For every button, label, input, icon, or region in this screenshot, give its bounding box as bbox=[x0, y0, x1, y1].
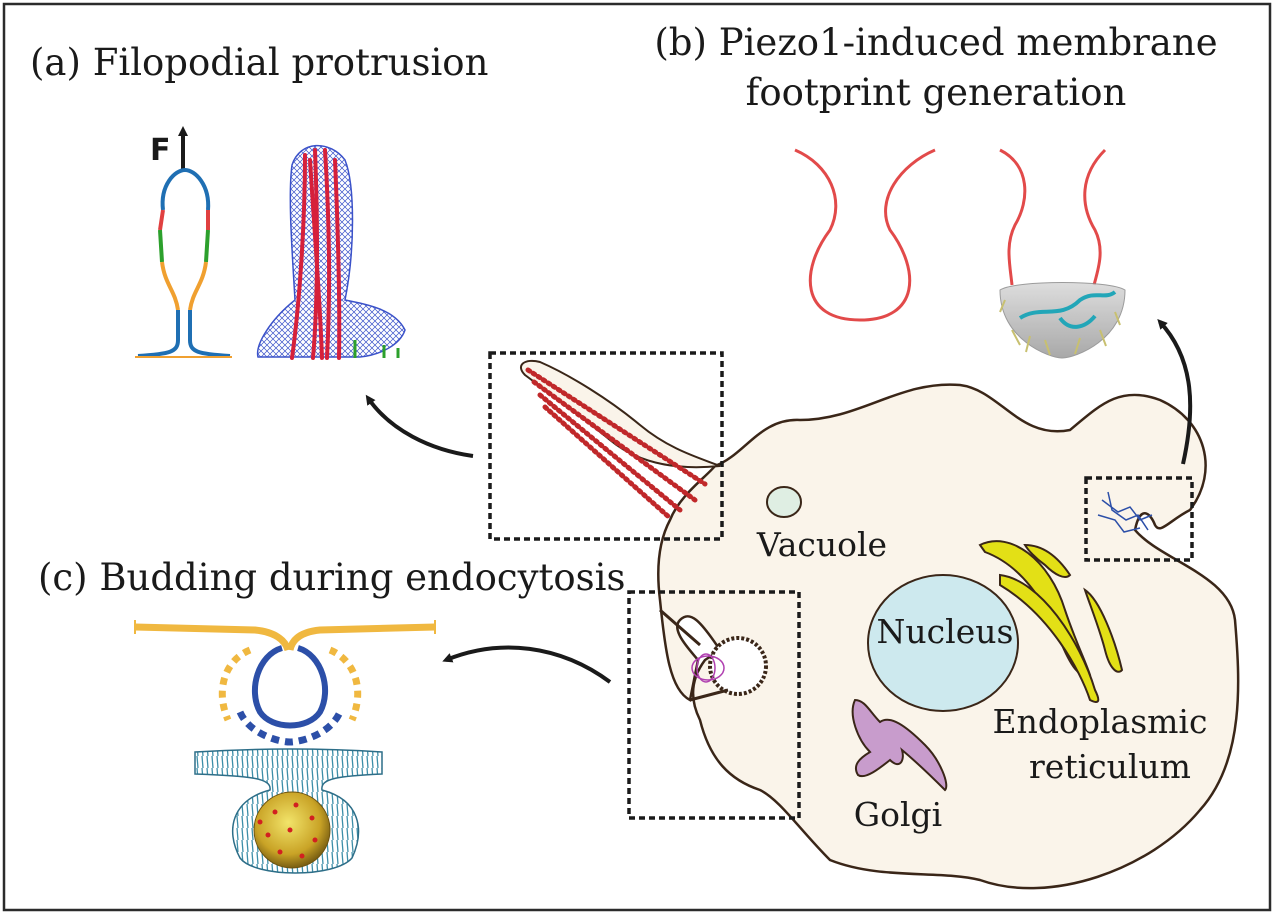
highlight-boxes bbox=[488, 351, 1194, 820]
golgi-label: Golgi bbox=[854, 795, 942, 834]
panel-c-budding-model bbox=[134, 620, 436, 874]
nucleus bbox=[867, 574, 1019, 712]
membrane-footprint-profile bbox=[794, 148, 936, 322]
filopodium-mesh bbox=[256, 144, 406, 358]
membrane-piezo-profile-left bbox=[999, 148, 1027, 286]
er-label-line2: reticulum bbox=[1029, 747, 1191, 786]
piezo-highlight-box bbox=[1084, 476, 1194, 562]
panel-b-title-line1: (b) Piezo1-induced membrane bbox=[654, 21, 1217, 64]
bud-vesicle bbox=[251, 645, 329, 729]
endocytic-bud bbox=[659, 608, 768, 702]
vacuole bbox=[766, 486, 802, 518]
panel-a-filopodium-model: F bbox=[135, 126, 406, 360]
vacuole-label: Vacuole bbox=[756, 525, 887, 564]
piezo-protein bbox=[1018, 290, 1117, 329]
golgi bbox=[851, 698, 948, 792]
panel-b-title-line2: footprint generation bbox=[746, 71, 1127, 114]
panel-c-title: (c) Budding during endocytosis bbox=[38, 556, 625, 599]
piezo-channel bbox=[1097, 491, 1153, 533]
panel-a-title: (a) Filopodial protrusion bbox=[30, 41, 488, 84]
arrows bbox=[365, 319, 1193, 684]
cell: Vacuole Nucleus Endoplasmic reticulum Go… bbox=[520, 359, 1240, 890]
lipid-cluster bbox=[999, 299, 1121, 356]
arrow-to-panel-b bbox=[1157, 319, 1193, 465]
er-label-line1: Endoplasmic bbox=[993, 702, 1208, 741]
force-label: F bbox=[150, 133, 171, 168]
membrane-piezo-profile-right bbox=[1083, 148, 1107, 286]
bud-membrane-coat bbox=[134, 623, 436, 652]
arrow-to-panel-a bbox=[365, 394, 474, 458]
budding-highlight-box bbox=[627, 590, 801, 820]
mesh-actin-filaments bbox=[290, 148, 342, 360]
nucleus-label: Nucleus bbox=[877, 612, 1014, 651]
filopodium-actin-filaments bbox=[525, 367, 708, 521]
filopodium-highlight-box bbox=[488, 351, 724, 541]
endoplasmic-reticulum bbox=[978, 540, 1124, 703]
arrow-to-panel-c bbox=[442, 645, 612, 684]
panel-b-footprint-model bbox=[794, 148, 1126, 359]
mesh-green-filaments bbox=[353, 340, 400, 358]
nanoparticle-ligands bbox=[257, 802, 318, 859]
